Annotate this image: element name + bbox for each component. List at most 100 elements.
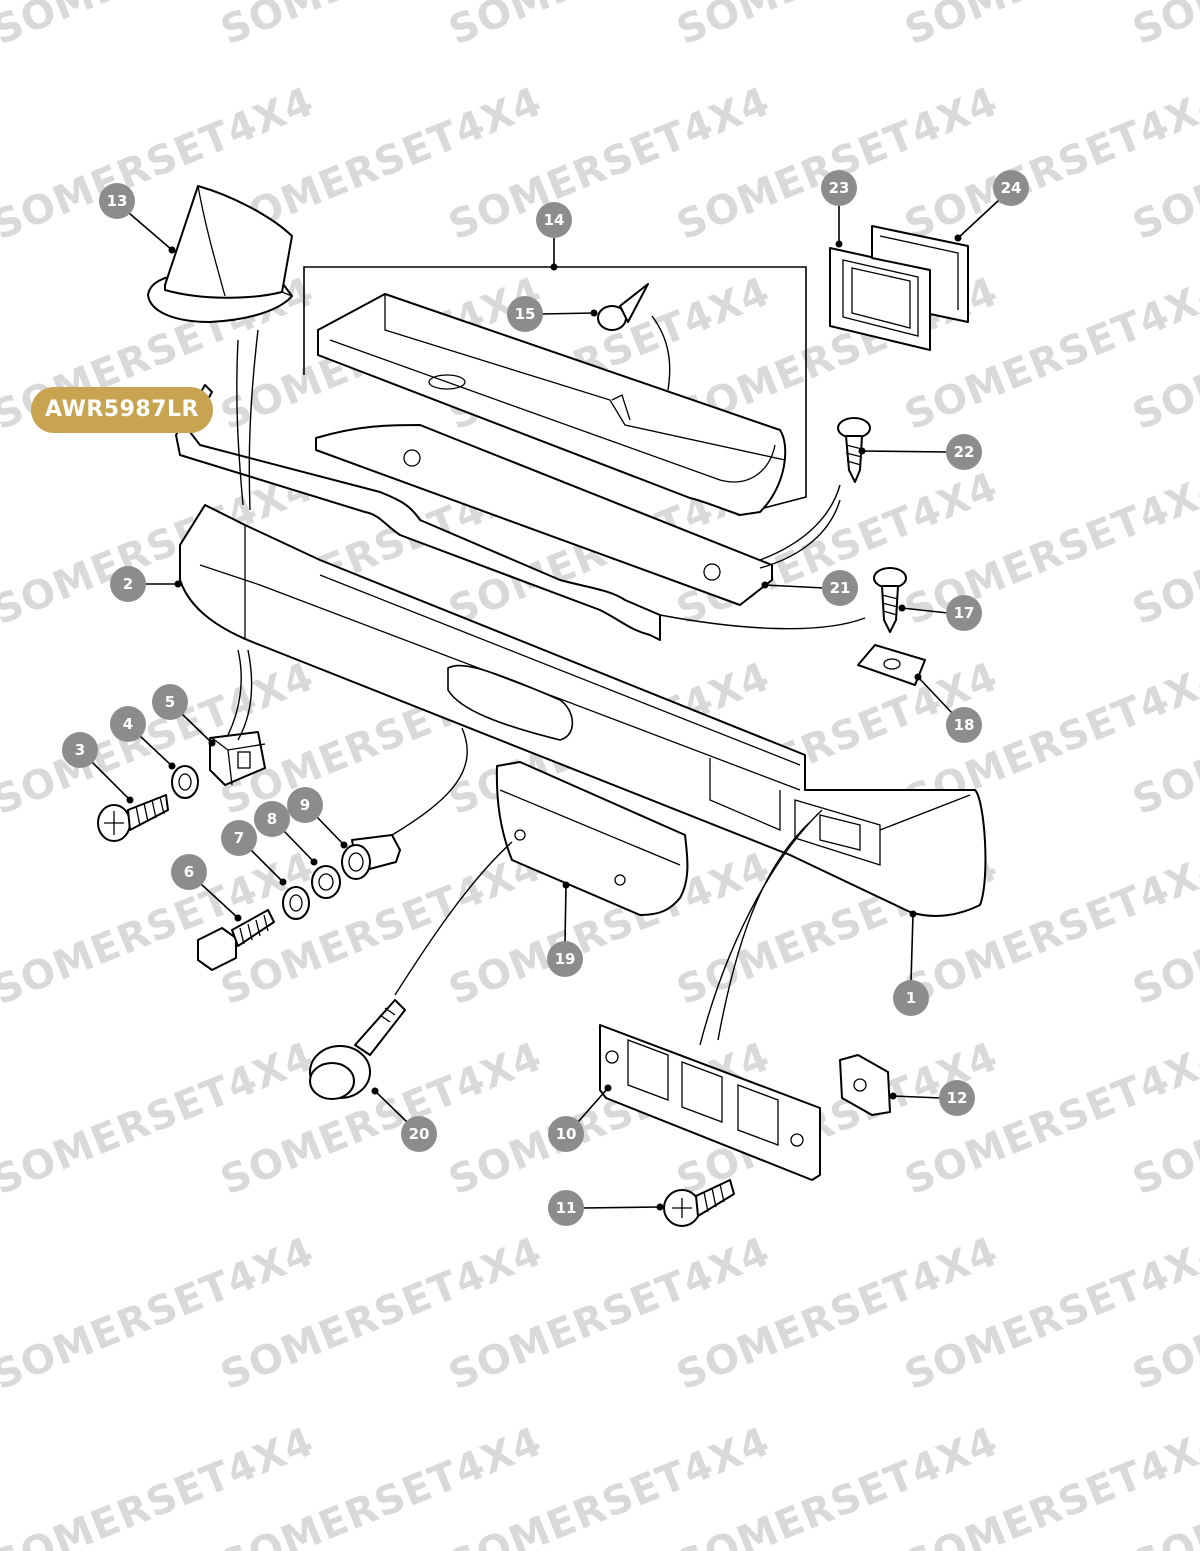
callout-22-circle xyxy=(946,434,982,470)
callout-10-circle xyxy=(548,1116,584,1152)
callout-15-circle xyxy=(507,296,543,332)
callout-6-anchor-dot xyxy=(234,914,242,922)
part-14-bracket-box xyxy=(303,266,807,516)
callout-3-anchor-dot xyxy=(126,796,134,804)
callout-11: 11 xyxy=(548,1190,664,1226)
callout-24-anchor-dot xyxy=(954,234,962,242)
part-24-gasket xyxy=(871,225,969,323)
callout-20-label: 20 xyxy=(409,1125,430,1143)
callout-8-leader-line xyxy=(283,830,315,863)
part-lower-rail xyxy=(175,384,661,641)
callout-18-anchor-dot xyxy=(914,673,922,681)
callout-11-circle xyxy=(548,1190,584,1226)
callout-7: 7 xyxy=(221,820,287,886)
part-number-badge: AWR5987LR xyxy=(31,387,213,433)
callout-18-leader-line xyxy=(917,676,953,714)
callout-21-leader-line xyxy=(764,584,825,589)
callout-11-label: 11 xyxy=(556,1199,577,1217)
callout-15-anchor-dot xyxy=(590,309,598,317)
callout-6-circle xyxy=(171,854,207,890)
callout-17-circle xyxy=(946,595,982,631)
callout-24: 24 xyxy=(954,170,1029,242)
callout-24-leader-line xyxy=(957,199,1000,239)
callout-8-label: 8 xyxy=(267,810,277,828)
callout-13-circle xyxy=(99,183,135,219)
callout-17-label: 17 xyxy=(954,604,975,622)
part-1-console-tray xyxy=(179,504,987,917)
parts-layer xyxy=(97,185,987,1227)
callout-11-leader-line xyxy=(581,1206,661,1209)
callout-10: 10 xyxy=(548,1084,612,1152)
callout-2: 2 xyxy=(110,566,182,602)
callout-8: 8 xyxy=(254,801,318,866)
callout-9-anchor-dot xyxy=(340,841,348,849)
callout-12-anchor-dot xyxy=(889,1092,897,1100)
callout-21-circle xyxy=(822,570,858,606)
assembly-connectors xyxy=(227,315,866,1046)
callout-24-circle xyxy=(993,170,1029,206)
part-9-spacer xyxy=(341,834,401,880)
part-12-clip xyxy=(839,1054,891,1116)
part-21-top-plate xyxy=(315,424,773,606)
callout-15-label: 15 xyxy=(515,305,536,323)
callout-5-circle xyxy=(152,684,188,720)
part-13-vent-duct xyxy=(147,185,293,323)
callout-12-label: 12 xyxy=(947,1089,968,1107)
callout-10-anchor-dot xyxy=(604,1084,612,1092)
callout-4-label: 4 xyxy=(123,715,133,733)
callout-7-label: 7 xyxy=(234,829,244,847)
callout-2-circle xyxy=(110,566,146,602)
callout-3-leader-line xyxy=(91,761,131,801)
callout-14-circle xyxy=(536,202,572,238)
callout-4-circle xyxy=(110,706,146,742)
callout-7-leader-line xyxy=(250,849,284,883)
callout-19: 19 xyxy=(547,881,583,977)
callout-17: 17 xyxy=(898,595,982,631)
callout-9-leader-line xyxy=(316,816,345,846)
callout-21-label: 21 xyxy=(830,579,851,597)
callout-14-anchor-dot xyxy=(550,263,558,271)
callout-23: 23 xyxy=(821,170,857,248)
callout-6-label: 6 xyxy=(184,863,194,881)
callout-22: 22 xyxy=(858,434,982,470)
callout-22-leader-line xyxy=(861,450,949,453)
callout-14: 14 xyxy=(536,202,572,271)
watermark-0-5: SOMERSET4X4 xyxy=(1127,0,1200,54)
callout-9-label: 9 xyxy=(300,796,310,814)
part-5-clip-block xyxy=(209,731,266,786)
callout-21-anchor-dot xyxy=(761,581,769,589)
callout-10-label: 10 xyxy=(556,1125,577,1143)
part-17-screw xyxy=(873,567,907,633)
callout-5-label: 5 xyxy=(165,693,175,711)
part-6-bolt xyxy=(197,909,275,971)
part-7-spring-washer xyxy=(282,886,310,920)
callout-23-circle xyxy=(821,170,857,206)
callout-8-anchor-dot xyxy=(310,858,318,866)
callout-6-leader-line xyxy=(200,883,239,919)
callout-9: 9 xyxy=(287,787,348,849)
callout-23-anchor-dot xyxy=(835,240,843,248)
callout-20-leader-line xyxy=(374,1090,408,1123)
callout-9-circle xyxy=(287,787,323,823)
callout-20: 20 xyxy=(371,1087,437,1152)
callout-3-circle xyxy=(62,732,98,768)
callout-13-label: 13 xyxy=(107,192,128,210)
callout-13: 13 xyxy=(99,183,176,254)
callout-8-circle xyxy=(254,801,290,837)
callout-15-leader-line xyxy=(540,312,595,315)
callout-15: 15 xyxy=(507,296,598,332)
callout-17-leader-line xyxy=(901,607,949,614)
callout-7-anchor-dot xyxy=(279,878,287,886)
callout-1: 1 xyxy=(893,910,929,1016)
callout-7-circle xyxy=(221,820,257,856)
callout-6: 6 xyxy=(171,854,242,922)
part-4-washer xyxy=(171,765,199,799)
callout-11-anchor-dot xyxy=(656,1203,664,1211)
part-11-screw xyxy=(663,1179,735,1227)
callout-20-anchor-dot xyxy=(371,1087,379,1095)
callout-14-label: 14 xyxy=(544,211,565,229)
part-18-u-clip xyxy=(857,644,926,686)
callout-23-label: 23 xyxy=(829,179,850,197)
callout-10-leader-line xyxy=(577,1087,609,1123)
